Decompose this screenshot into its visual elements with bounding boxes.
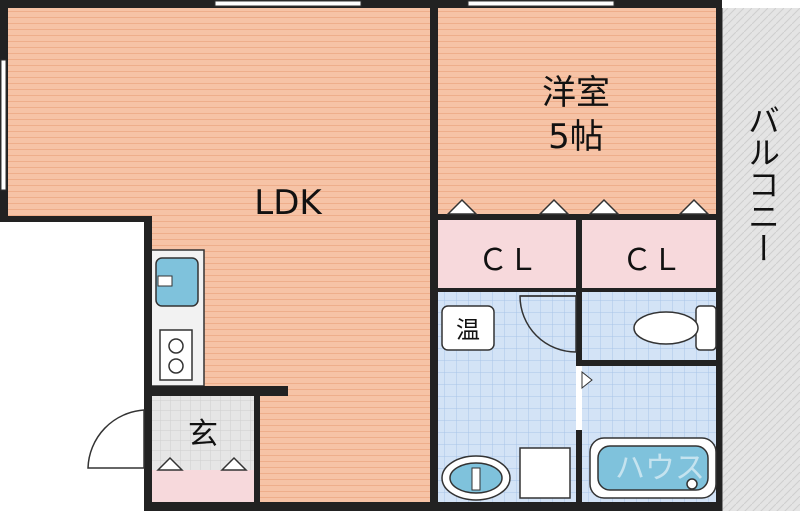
bath-door-mark xyxy=(581,370,593,390)
watermark-text: ハウス xyxy=(615,451,705,486)
balcony-area xyxy=(722,8,800,511)
water-heater-box xyxy=(441,305,495,351)
toilet-icon xyxy=(633,305,717,351)
closet-left-area xyxy=(438,220,576,290)
entrance-door xyxy=(87,409,145,469)
washroom-door xyxy=(519,295,577,353)
western-room-size: 5帖 xyxy=(548,117,604,157)
western-room-floor xyxy=(438,8,720,216)
closet-right-area xyxy=(582,220,720,290)
shoe-cabinet xyxy=(152,470,254,502)
windows xyxy=(0,0,615,191)
water-heater-label: 温 xyxy=(456,316,480,344)
ldk-label: LDK xyxy=(254,183,323,223)
balcony-label: バルコニー xyxy=(743,104,781,264)
bathtub-icon xyxy=(589,437,717,499)
ldk-floor xyxy=(8,8,434,502)
entrance-label: 玄 xyxy=(188,417,218,452)
washing-machine-spot xyxy=(519,447,571,499)
closet-right-label: ＣＬ xyxy=(622,243,682,278)
closet-doors xyxy=(156,198,710,471)
western-room-label: 洋室 xyxy=(542,73,610,113)
kitchen-sink-icon xyxy=(155,257,199,307)
wash-basin-icon xyxy=(441,455,511,501)
closet-left-label: ＣＬ xyxy=(478,243,538,278)
